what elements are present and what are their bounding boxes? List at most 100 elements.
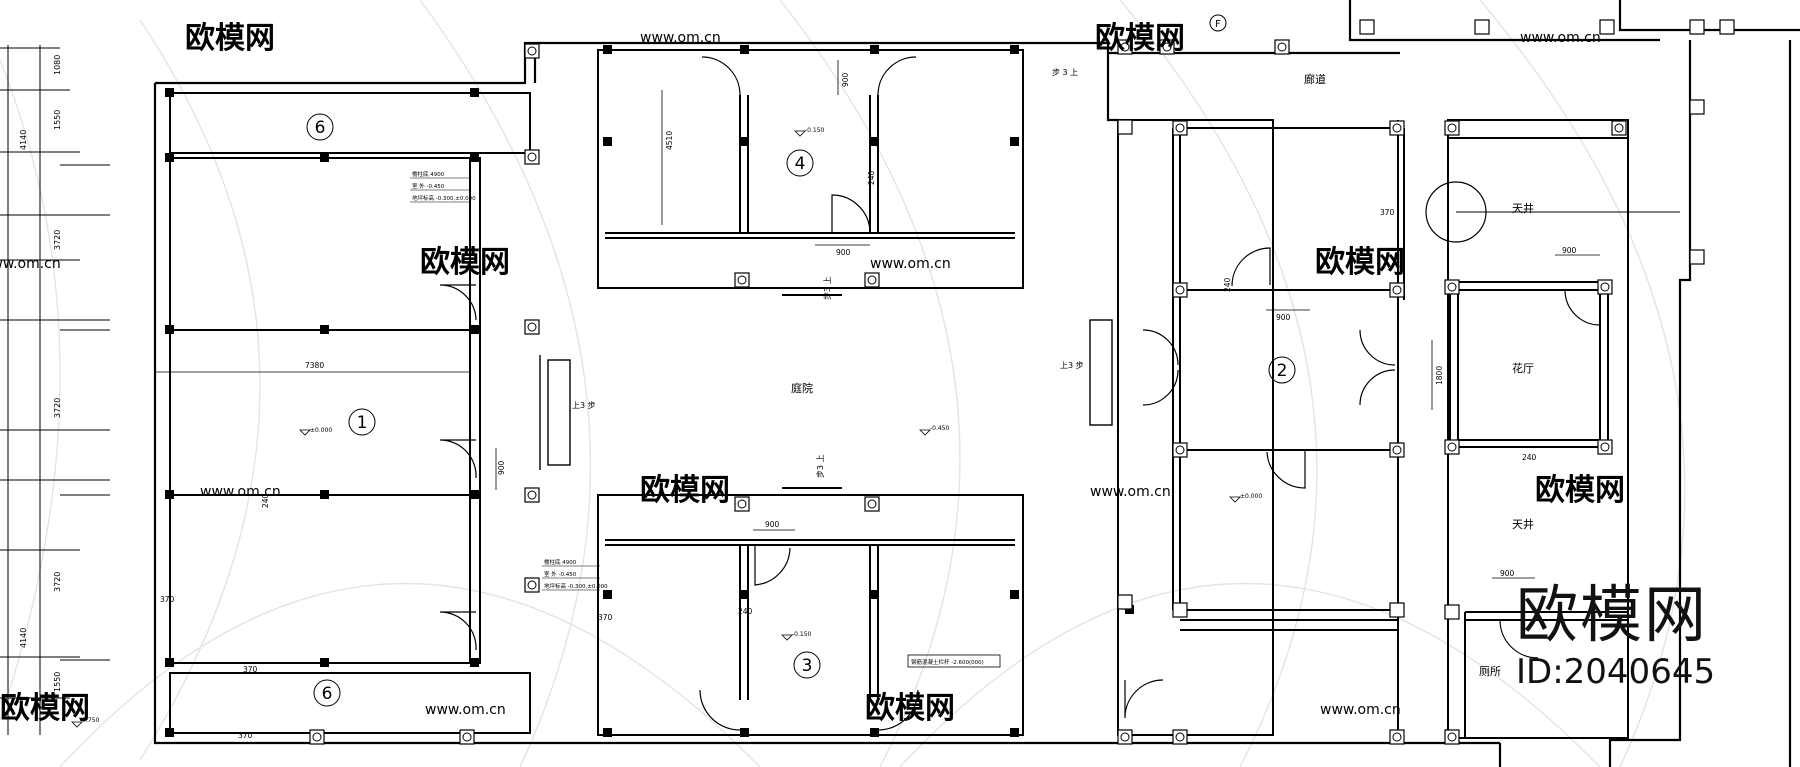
dim-3720-a: 3720	[53, 230, 62, 250]
dim-4140-top: 4140	[19, 130, 28, 150]
step-note-north: 步3 上	[823, 276, 832, 300]
round-columns	[309, 19, 1735, 745]
axis-bubble-label: F	[1215, 19, 1221, 30]
dim-370-e: 370	[1380, 208, 1395, 217]
level-table-row3: 地坪标高 -0.300,±0.000	[412, 194, 476, 202]
east-wing	[1425, 119, 1680, 739]
flower-hall-label: 花厅	[1512, 362, 1534, 375]
skywell-bottom-label: 天井	[1512, 517, 1534, 531]
left-dimension-labels: 1080 1550 4140 3720 3720 3720 4140 1550	[19, 55, 62, 692]
note-box: 钢筋混凝土栏杆 -2.600(000)	[907, 654, 1001, 668]
watermark-site-6: www.om.cn	[1090, 484, 1171, 500]
watermark-site-2: www.om.cn	[1520, 30, 1601, 46]
room-2-block	[1117, 119, 1405, 736]
corridor-label: 廊道	[1304, 72, 1326, 86]
dim-4140-bottom: 4140	[19, 628, 28, 648]
dim-900-flower: 900	[1562, 246, 1577, 255]
dim-370-a: 370	[160, 595, 175, 604]
room-number-6-bottom: 6	[322, 684, 333, 704]
watermark-arcs	[0, 0, 1686, 767]
watermark-site-8: www.om.cn	[1320, 702, 1401, 718]
watermark-site-5: www.om.cn	[200, 484, 281, 500]
watermark-brand-7: 欧模网	[0, 691, 90, 726]
level-table-row3b: 地坪标高 -0.300,±0.000	[544, 582, 608, 590]
room-1-doors	[439, 284, 477, 651]
skywell-top-label: 天井	[1512, 201, 1534, 215]
room-numbers: 1 2 3 4 6 6 F	[315, 19, 1288, 704]
interior-dim-lines	[155, 60, 1600, 579]
dim-370-d: 370	[598, 613, 613, 622]
level-triangles	[71, 130, 1241, 728]
courtyard-steps	[539, 315, 1119, 470]
brand-id: ID:2040645	[1516, 652, 1716, 692]
room-4-doors	[701, 56, 917, 233]
watermark-brand-8: 欧模网	[865, 691, 955, 726]
room-number-3: 3	[802, 656, 813, 676]
room-6-top	[169, 92, 531, 159]
brand-name: 欧模网	[1516, 578, 1709, 651]
dim-1550-top: 1550	[53, 110, 62, 130]
note-box-text: 钢筋混凝土栏杆 -2.600(000)	[911, 658, 984, 666]
dim-900-room4-top: 900	[841, 72, 850, 87]
step-notes: 步 3 上 上3 步 上3 步 步3 上 步3 上	[572, 68, 1084, 478]
room-names: 庭院 廊道 天井 天井 花厅 厕所	[791, 72, 1534, 678]
watermark-site-3: www.om.cn	[0, 256, 61, 272]
dim-900-toilet: 900	[1500, 569, 1515, 578]
level-table-lower: 檐柱底 4900 室 外 -0.450 地坪标高 -0.300,±0.000	[542, 558, 608, 591]
level-table-row1: 檐柱底 4900	[412, 170, 445, 178]
watermark-site-4: www.om.cn	[870, 256, 951, 272]
room-4-block	[597, 49, 1024, 296]
watermark-brand-3: 欧模网	[420, 245, 510, 280]
watermark-brand-1: 欧模网	[185, 21, 275, 56]
room-number-2: 2	[1277, 361, 1288, 381]
level-room4: -0.150	[805, 127, 825, 134]
room-number-6-top: 6	[315, 118, 326, 138]
step-note-south: 步3 上	[816, 454, 825, 478]
room-number-4: 4	[795, 154, 806, 174]
dim-900-room1: 900	[497, 460, 506, 475]
room-3-doors	[699, 545, 919, 731]
dim-4510: 4510	[665, 131, 674, 150]
dim-240-c: 240	[738, 607, 753, 616]
interior-dim-labels: 7380 900 4510 900 900 900 900 1800 900 9…	[160, 72, 1577, 740]
columns	[165, 45, 1134, 737]
room-2-doors	[1124, 247, 1396, 719]
level-room1: ±0.000	[310, 427, 332, 434]
dim-1800: 1800	[1435, 366, 1444, 385]
dim-240-d: 240	[1223, 277, 1232, 292]
dim-3720-b: 3720	[53, 398, 62, 418]
level-table-row2: 室 外 -0.450	[412, 182, 445, 190]
watermark-sites: www.om.cn www.om.cn www.om.cn www.om.cn …	[0, 30, 1601, 718]
step-note-left: 上3 步	[572, 401, 596, 410]
dim-900-room2: 900	[1276, 313, 1291, 322]
watermark-brand-4: 欧模网	[1315, 245, 1405, 280]
brand-stamp: 欧模网 ID:2040645	[1516, 578, 1796, 693]
dim-370-b: 370	[243, 665, 258, 674]
dim-900-room3: 900	[765, 520, 780, 529]
level-table-row1b: 檐柱底 4900	[544, 558, 577, 566]
watermark-brand-5: 欧模网	[640, 473, 730, 508]
dim-3720-c: 3720	[53, 572, 62, 592]
step-note-middle: 上3 步	[1060, 361, 1084, 370]
level-table-row2b: 室 外 -0.450	[544, 570, 577, 578]
dim-240-b: 240	[867, 170, 876, 185]
level-room2: ±0.000	[1240, 493, 1262, 500]
level-corner: -0.750	[80, 717, 100, 724]
level-courtyard: -0.450	[930, 425, 950, 432]
level-room3: -0.150	[792, 631, 812, 638]
watermarks: 欧模网 欧模网 欧模网 欧模网 欧模网 欧模网 欧模网 欧模网	[0, 21, 1625, 726]
level-table-upper: 檐柱底 4900 室 外 -0.450 地坪标高 -0.300,±0.000	[410, 170, 476, 203]
dim-370-c: 370	[238, 731, 253, 740]
dim-7380: 7380	[305, 361, 324, 370]
round-column-dots	[312, 42, 1624, 742]
room-3-block	[597, 487, 1024, 736]
watermark-brand-2: 欧模网	[1095, 21, 1185, 56]
dim-240-e: 240	[1522, 453, 1537, 462]
dim-1080: 1080	[53, 55, 62, 75]
courtyard-label: 庭院	[791, 381, 813, 395]
dim-240-a: 240	[261, 493, 270, 508]
step-note-top: 步 3 上	[1052, 68, 1078, 77]
dim-1550-bottom: 1550	[53, 672, 62, 692]
room-1-block	[169, 157, 481, 664]
